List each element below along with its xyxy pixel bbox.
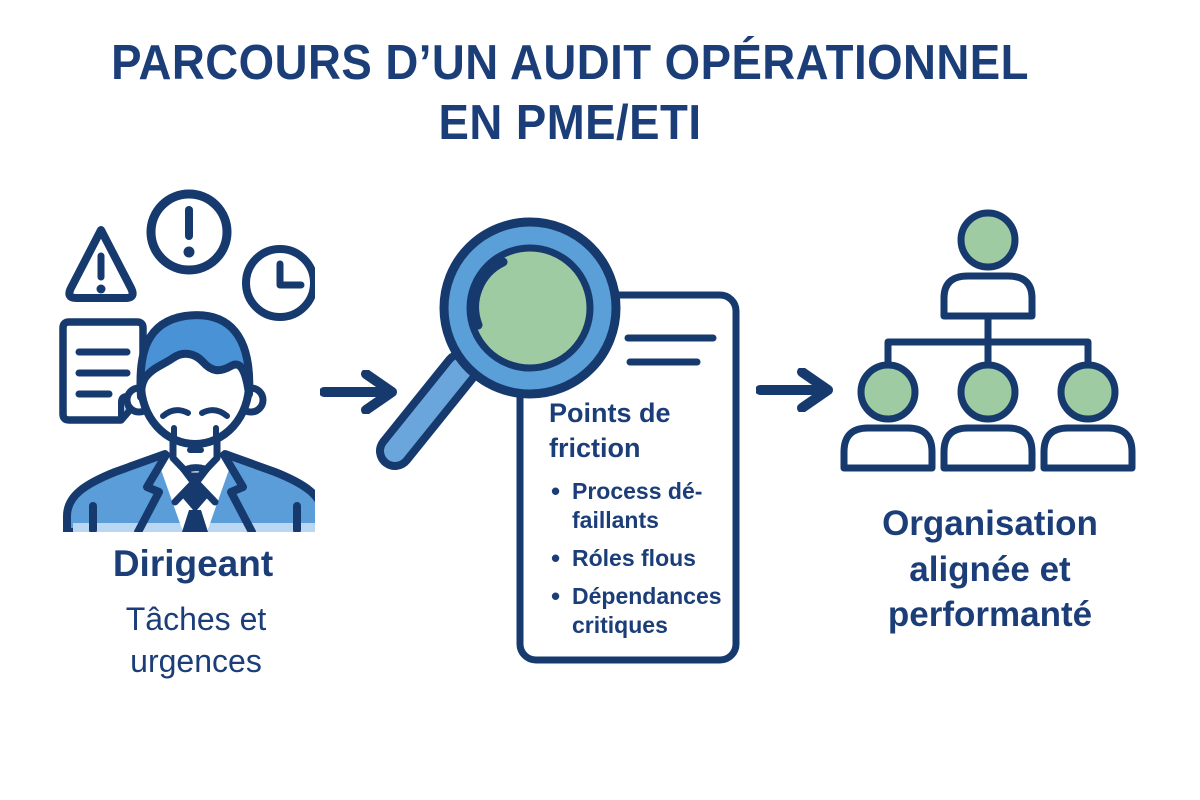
panel-title: Points de friction	[549, 398, 671, 463]
org-top-person	[940, 209, 1036, 320]
org-member-right	[1040, 361, 1136, 472]
hair	[136, 311, 254, 401]
flow-arrow-2	[756, 368, 833, 412]
org-member-center	[940, 361, 1036, 472]
org-connector-lines	[884, 314, 1092, 368]
stressed-manager-illustration	[59, 189, 315, 532]
org-chart-illustration	[840, 209, 1136, 472]
page-title: PARCOURS D’UN AUDIT OPÉRATIONNEL EN PME/…	[40, 34, 1100, 154]
title-line-1: PARCOURS D’UN AUDIT OPÉRATIONNEL	[111, 36, 1029, 90]
dirigeant-sublabel: Tâches et urgences	[125, 601, 267, 680]
friction-list: Process dé-faillants Róles flous Dépenda…	[549, 475, 735, 640]
flow-arrow-1	[320, 370, 397, 414]
friction-item: Dépendances critiques	[549, 580, 735, 640]
magnifying-glass-icon	[376, 217, 621, 470]
friction-panel-text: Points de friction Process dé-faillants …	[549, 396, 735, 649]
warning-triangle-icon	[65, 226, 137, 302]
exclamation-circle-icon	[146, 189, 232, 275]
friction-item: Process dé-faillants	[549, 475, 735, 535]
clock-icon	[242, 245, 315, 321]
org-member-left	[840, 361, 936, 472]
dirigeant-label: Dirigeant	[112, 543, 274, 584]
organisation-label: Organisation alignée et performanté	[882, 504, 1098, 634]
stressed-manager-figure	[63, 311, 315, 532]
title-line-2: EN PME/ETI	[438, 95, 702, 150]
friction-item: Róles flous	[549, 542, 735, 575]
